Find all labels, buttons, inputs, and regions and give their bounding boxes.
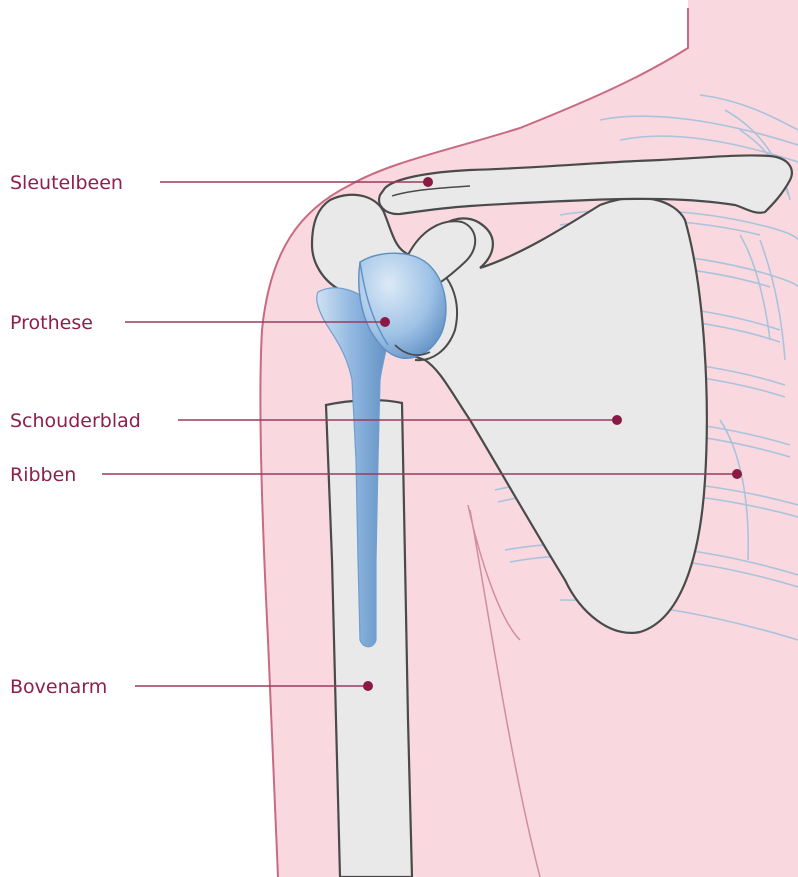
dot-clavicle xyxy=(423,177,433,187)
label-humerus: Bovenarm xyxy=(10,676,107,698)
dot-humerus xyxy=(363,681,373,691)
dot-prosthesis xyxy=(380,317,390,327)
label-scapula: Schouderblad xyxy=(10,410,141,432)
dot-ribs xyxy=(732,469,742,479)
label-clavicle: Sleutelbeen xyxy=(10,172,123,194)
labels: Sleutelbeen Prothese Schouderblad Ribben… xyxy=(10,172,141,698)
dot-scapula xyxy=(612,415,622,425)
label-prosthesis: Prothese xyxy=(10,312,93,334)
label-ribs: Ribben xyxy=(10,464,76,486)
